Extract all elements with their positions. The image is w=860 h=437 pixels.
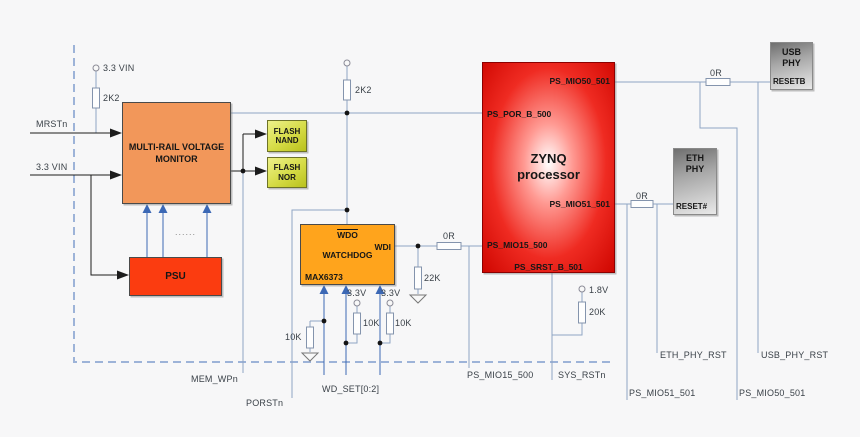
junction-dots (240, 110, 421, 346)
label-ps-mio15-bottom: PS_MIO15_500 (467, 370, 534, 380)
label-ps-mio50-bottom: PS_MIO50_501 (739, 388, 806, 398)
arrow-up-rail2 (158, 204, 168, 213)
flash-nor-line1: FLASH (273, 163, 301, 172)
label-eth-phy-rst: ETH_PHY_RST (660, 350, 727, 360)
label-mrstn: MRSTn (36, 119, 68, 129)
signal-wires (95, 66, 770, 400)
label-wd-set: WD_SET[0:2] (322, 384, 380, 394)
zynq-pin-ps-mio50: PS_MIO50_501 (549, 76, 610, 86)
resistors (92, 78, 731, 349)
zynq-pin-ps-mio15: PS_MIO15_500 (487, 240, 548, 250)
block-flash-nor: FLASH NOR (267, 157, 307, 188)
label-r0r-usb: 0R (710, 68, 722, 78)
blue-arrows (142, 204, 385, 375)
watchdog-part-number: MAX6373 (305, 272, 343, 282)
eth-phy-reset-pin: RESET# (676, 202, 708, 211)
label-mem-wpn: MEM_WPn (191, 374, 238, 384)
label-r22k: 22K (424, 273, 441, 283)
ground-22k (408, 294, 428, 304)
zynq-pin-ps-por: PS_POR_B_500 (487, 109, 552, 119)
zynq-pin-ps-mio51: PS_MIO51_501 (549, 199, 610, 209)
flash-nor-line2: NOR (278, 172, 296, 182)
watchdog-title: WATCHDOG (322, 250, 373, 260)
usb-phy-title: USB PHY (781, 47, 801, 68)
board-boundary-dashed (73, 45, 612, 363)
resistor-0r-eth (630, 200, 654, 208)
resistor-2k2-top (343, 79, 351, 101)
resistor-10k-right (386, 312, 394, 335)
arrowhead-vin33 (110, 170, 122, 180)
usb-phy-resetb-pin: RESETB (773, 77, 806, 86)
node-v33-right (386, 299, 394, 307)
eth-phy-title: ETH PHY (685, 153, 705, 174)
arrowhead-psu (117, 270, 129, 280)
block-eth-phy: ETH PHY RESET# (673, 148, 717, 215)
resistor-10k-left (306, 326, 314, 349)
arrow-up-wdset1 (341, 285, 351, 294)
voltage-nodes (92, 59, 586, 307)
label-r0r-wdi: 0R (443, 231, 455, 241)
arrow-up-wdset0 (319, 285, 329, 294)
arrowhead-mrstn (110, 128, 122, 138)
resistor-20k (578, 301, 586, 324)
resistor-10k-mid (353, 312, 361, 335)
monitor-title: MULTI-RAIL VOLTAGE MONITOR (128, 142, 225, 164)
label-sys-rstn: SYS_RSTn (558, 370, 606, 380)
label-r0r-eth: 0R (636, 191, 648, 201)
watchdog-wdi-pin: WDI (374, 242, 391, 252)
label-v33-mid: 3.3V (347, 288, 367, 298)
arrowhead-flash-nand (255, 129, 267, 139)
zynq-title: ZYNQ processor (517, 151, 580, 182)
node-v33-mid (353, 299, 361, 307)
node-pullup-top (343, 59, 351, 67)
block-psu: PSU (129, 257, 222, 296)
label-vin33-top: 3.3 VIN (103, 63, 135, 73)
label-usb-phy-rst: USB_PHY_RST (761, 350, 829, 360)
watchdog-wdo-pin: WDO (337, 230, 358, 240)
node-v18 (578, 285, 586, 293)
label-r10k-mid: 10K (363, 318, 380, 328)
flash-nand-line2: NAND (275, 136, 299, 145)
arrow-up-wdset2 (375, 285, 385, 294)
label-r10k-left: 10K (285, 332, 302, 342)
block-zynq-processor: PS_MIO50_501 PS_POR_B_500 ZYNQ processor… (482, 62, 615, 273)
psu-title: PSU (165, 271, 186, 282)
label-ps-mio51-bottom: PS_MIO51_501 (629, 388, 696, 398)
label-r2k2-top: 2K2 (355, 85, 372, 95)
flash-nand-line1: FLASH (273, 126, 301, 136)
label-r2k2-left: 2K2 (103, 93, 120, 103)
resistor-0r-wdi (436, 242, 462, 250)
block-multi-rail-voltage-monitor: MULTI-RAIL VOLTAGE MONITOR (122, 102, 231, 204)
resistor-0r-usb (705, 78, 731, 86)
resistor-2k2-left (92, 87, 100, 109)
ground-10k (300, 352, 320, 362)
label-r10k-right: 10K (395, 318, 412, 328)
zynq-pin-ps-srst: PS_SRST_B_501 (514, 262, 583, 272)
node-vin33-left (92, 64, 100, 72)
black-arrowheads (110, 128, 267, 280)
block-flash-nand: FLASH NAND (267, 120, 307, 152)
label-r20k: 20K (589, 307, 606, 317)
label-porstn: PORSTn (246, 398, 284, 408)
block-usb-phy: USB PHY RESETB (770, 42, 813, 90)
resistor-22k (414, 266, 422, 290)
arrow-up-rail1 (142, 204, 152, 213)
arrow-up-rail3 (202, 204, 212, 213)
ground-symbols (300, 294, 428, 362)
block-watchdog: WDO WATCHDOG MAX6373 WDI (300, 224, 395, 285)
label-v33-right: 3.3V (381, 288, 401, 298)
label-v18: 1.8V (589, 285, 609, 295)
arrowhead-flash-nor (255, 166, 267, 176)
label-vin33-left: 3.3 VIN (36, 162, 68, 172)
label-rail-dots: ...... (175, 227, 197, 237)
